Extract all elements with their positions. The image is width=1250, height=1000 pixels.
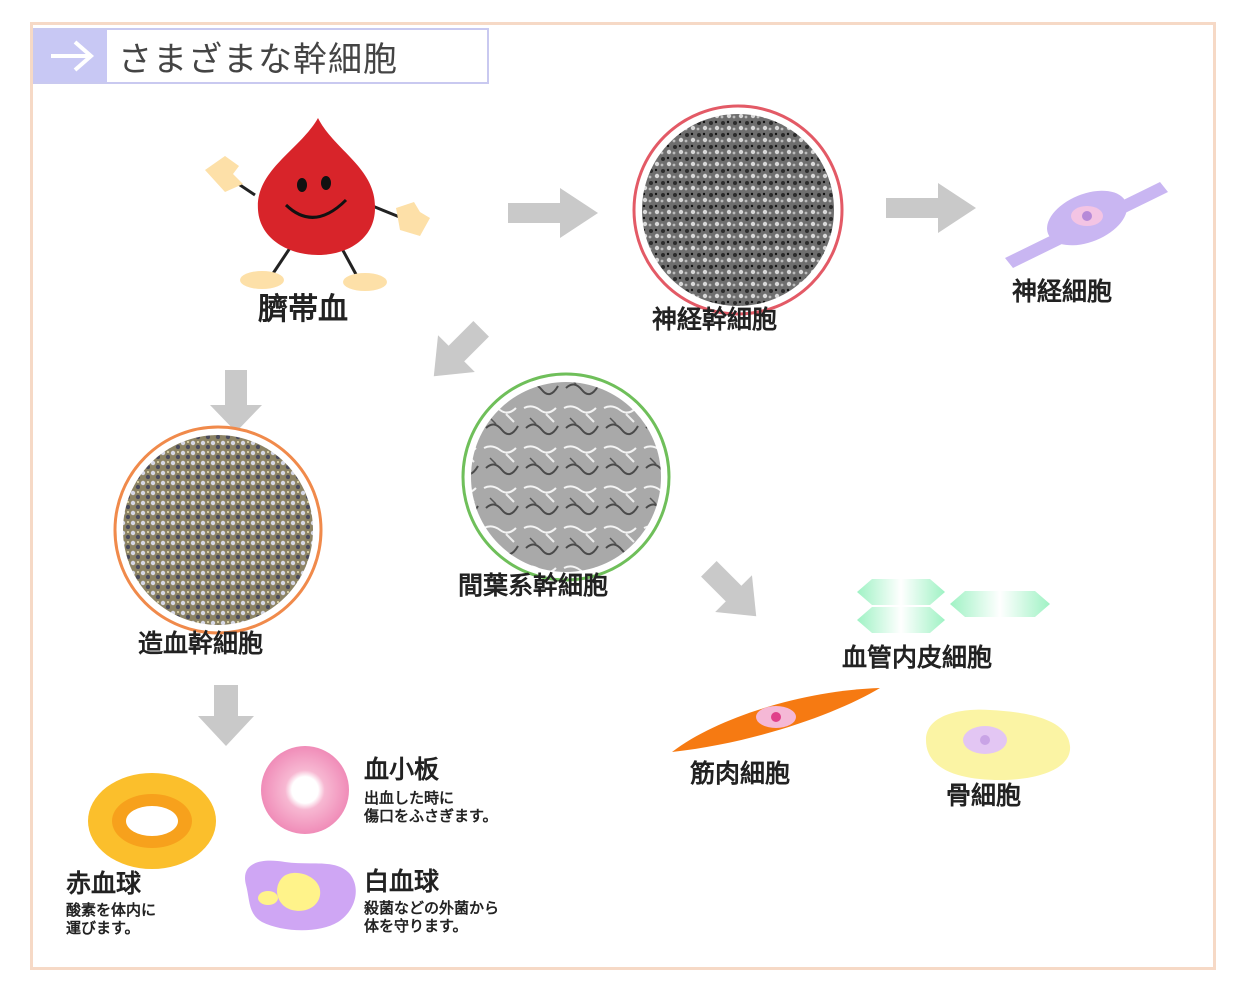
blood-drop-mascot <box>205 118 430 291</box>
white-blood-cell-desc-line2: 体を守ります。 <box>364 917 468 935</box>
red-blood-cell-label: 赤血球 <box>66 869 142 898</box>
bone-cell-illustration <box>926 709 1071 780</box>
endothelial-cells-illustration <box>857 579 1050 633</box>
arrow-down-right-icon <box>433 321 489 377</box>
page-title: さまざまな幹細胞 <box>118 40 398 80</box>
neural-stem-cell-image <box>632 104 844 316</box>
platelet-desc-line2: 傷口をふさぎます。 <box>364 807 498 825</box>
arrow-right-icon <box>886 183 976 233</box>
neuron-illustration <box>1005 182 1168 268</box>
platelet-label: 血小板 <box>364 755 440 784</box>
platelet-illustration <box>261 746 349 834</box>
title-box <box>33 28 489 84</box>
white-blood-cell-label: 白血球 <box>364 867 440 896</box>
mesenchymal-stem-cell-image <box>461 372 671 582</box>
white-blood-cell-desc-line1: 殺菌などの外菌から <box>364 899 500 917</box>
source-label: 臍帯血 <box>258 292 348 327</box>
red-blood-cell-desc-line1: 酸素を体内に <box>66 901 157 919</box>
arrow-down-icon <box>198 685 254 746</box>
muscle-cell-illustration <box>672 688 880 752</box>
neuron-label: 神経細胞 <box>1012 277 1113 306</box>
white-blood-cell-illustration <box>244 860 356 931</box>
arrow-down-right-icon <box>701 561 757 617</box>
arrow-down-icon <box>210 370 262 432</box>
mesenchymal-stem-cell-label: 間葉系幹細胞 <box>458 571 609 600</box>
red-blood-cell-desc-line2: 運びます。 <box>66 919 140 937</box>
bone-cell-label: 骨細胞 <box>946 781 1022 810</box>
endothelial-cell-label: 血管内皮細胞 <box>842 643 993 672</box>
hematopoietic-stem-cell-label: 造血幹細胞 <box>138 629 264 658</box>
arrow-right-icon <box>35 30 107 82</box>
hematopoietic-stem-cell-image <box>113 425 323 635</box>
arrow-right-icon <box>508 188 598 238</box>
neural-stem-cell-label: 神経幹細胞 <box>652 305 778 334</box>
platelet-desc-line1: 出血した時に <box>364 789 455 807</box>
muscle-cell-label: 筋肉細胞 <box>690 759 791 788</box>
red-blood-cell-illustration <box>88 773 216 869</box>
